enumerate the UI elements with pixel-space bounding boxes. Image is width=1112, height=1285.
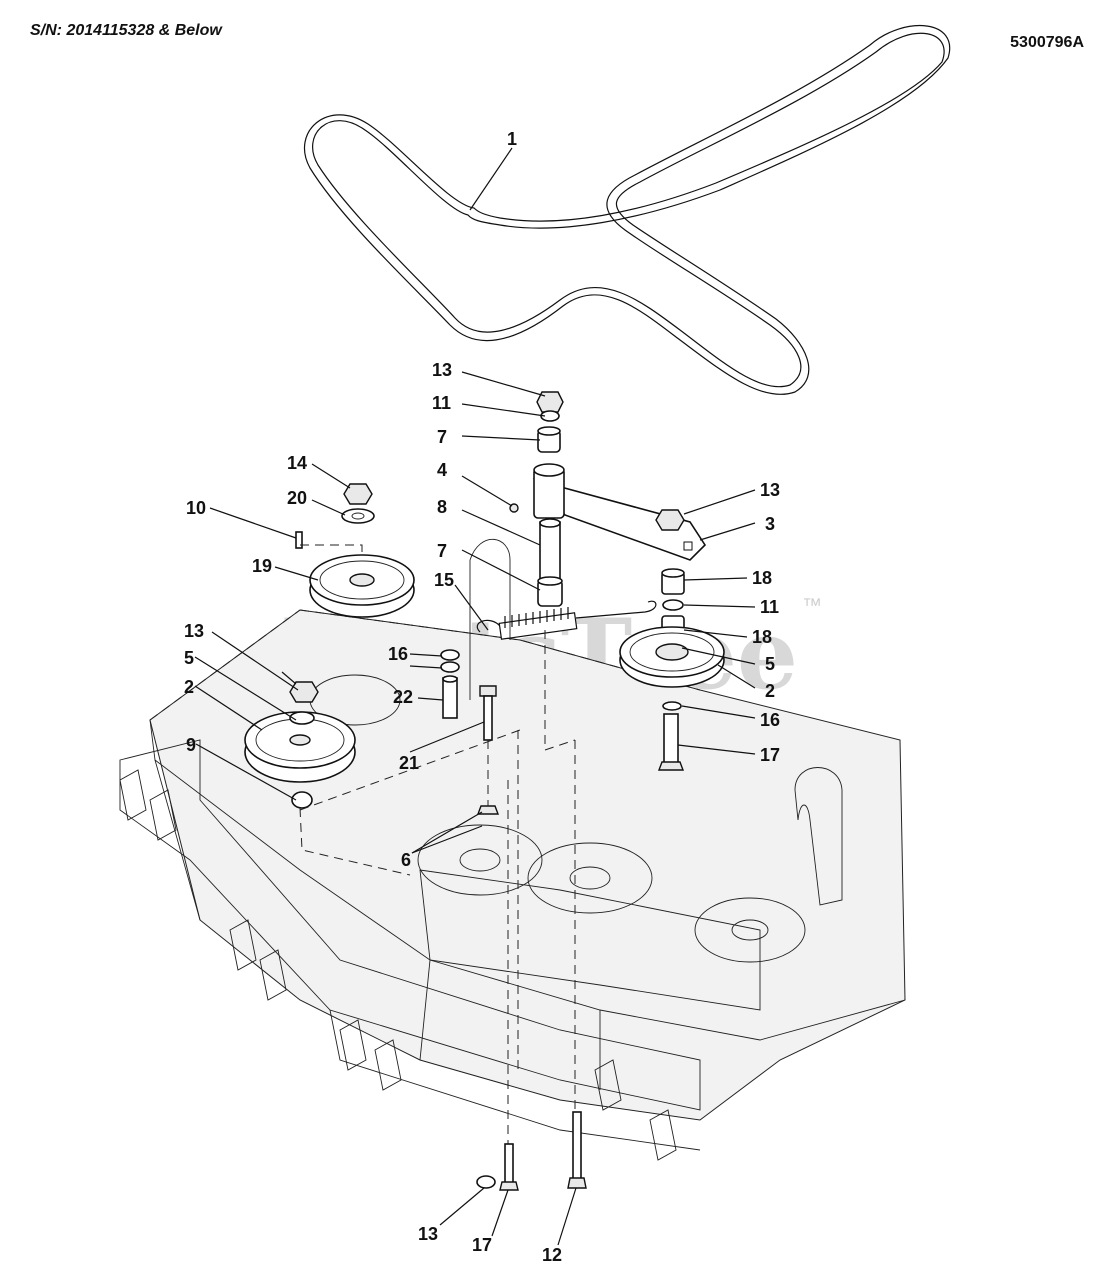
callout-5-right: 5 — [765, 654, 775, 674]
serial-range-label: S/N: 2014115328 & Below — [30, 22, 222, 39]
callout-20: 20 — [287, 488, 307, 508]
callout-14: 14 — [287, 453, 307, 473]
callout-18-upper: 18 — [752, 568, 772, 588]
right-idler-pulley — [619, 509, 725, 771]
idler-arm — [532, 463, 707, 561]
watermark-trademark: ™ — [802, 595, 822, 617]
pivot-stack — [469, 391, 657, 700]
callout-13-right: 13 — [760, 480, 780, 500]
callout-7-top: 7 — [437, 427, 447, 447]
callout-13-bottom: 13 — [418, 1224, 438, 1244]
left-idler-pulley — [295, 483, 415, 618]
callout-15: 15 — [434, 570, 454, 590]
callout-6: 6 — [401, 850, 411, 870]
callout-18-lower: 18 — [752, 627, 772, 647]
callout-5-left: 5 — [184, 648, 194, 668]
front-left-pulley — [244, 671, 411, 876]
callout-7-lower: 7 — [437, 541, 447, 561]
callout-22: 22 — [393, 687, 413, 707]
leader-lines — [194, 147, 756, 1246]
callout-13-left: 13 — [184, 621, 204, 641]
bottom-hardware — [476, 1111, 587, 1191]
callout-21: 21 — [399, 753, 419, 773]
callout-12: 12 — [542, 1245, 562, 1265]
drive-belt — [303, 24, 951, 395]
callout-9: 9 — [186, 735, 196, 755]
callout-11-right: 11 — [760, 597, 779, 617]
center-hardware — [299, 630, 576, 1150]
callout-16-right: 16 — [760, 710, 780, 730]
callout-4: 4 — [437, 460, 447, 480]
callout-13-top: 13 — [432, 360, 452, 380]
callout-17-right: 17 — [760, 745, 780, 765]
callout-8: 8 — [437, 497, 447, 517]
callout-labels: 1 13 11 7 4 8 7 15 13 3 18 11 18 5 2 16 … — [184, 129, 780, 1265]
callout-3: 3 — [765, 514, 775, 534]
callout-10: 10 — [186, 498, 206, 518]
callout-17-bottom: 17 — [472, 1235, 492, 1255]
callout-11-top: 11 — [432, 393, 451, 413]
diagram-number-label: 5300796A — [1010, 34, 1084, 51]
callout-2-left: 2 — [184, 677, 194, 697]
callout-1: 1 — [507, 129, 517, 149]
callout-2-right: 2 — [765, 681, 775, 701]
callout-16-center: 16 — [388, 644, 408, 664]
callout-19: 19 — [252, 556, 272, 576]
